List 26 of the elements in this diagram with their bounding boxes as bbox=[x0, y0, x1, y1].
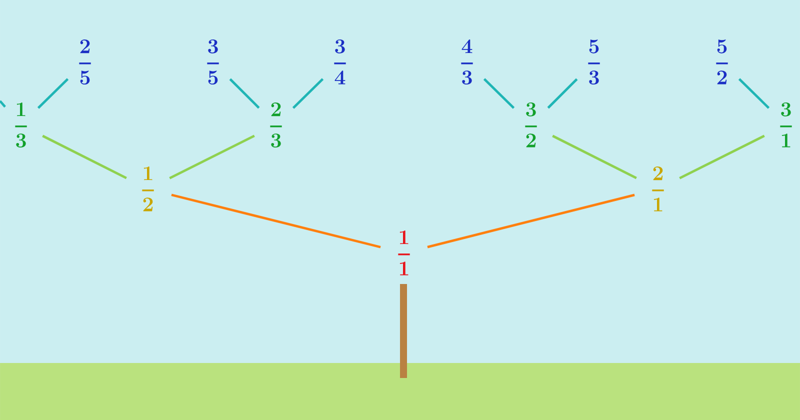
fraction: $\frac{5}{2}$ bbox=[716, 40, 728, 84]
fraction: $\frac{3}{1}$ bbox=[780, 102, 792, 148]
fraction: $\frac{3}{4}$ bbox=[334, 40, 346, 84]
branch-line bbox=[37, 78, 69, 109]
branch-line bbox=[292, 78, 324, 109]
branch-line bbox=[483, 78, 515, 109]
fraction: $\frac{3}{2}$ bbox=[525, 102, 537, 148]
fraction: $\frac{3}{5}$ bbox=[207, 40, 219, 84]
branch-line bbox=[42, 134, 127, 180]
fraction: $\frac{1}{3}$ bbox=[15, 102, 27, 148]
fraction: $\frac{1}{2}$ bbox=[142, 166, 154, 212]
branch-line bbox=[427, 194, 635, 248]
branch-line bbox=[552, 134, 637, 180]
branch-line bbox=[547, 78, 578, 109]
fraction: $\frac{5}{3}$ bbox=[588, 40, 600, 84]
fraction: $\frac{2}{5}$ bbox=[79, 40, 91, 84]
branch-line bbox=[738, 78, 770, 109]
branch-line bbox=[171, 194, 381, 248]
fraction: $\frac{2}{3}$ bbox=[270, 102, 282, 148]
branch-line bbox=[169, 134, 255, 180]
fraction: $\frac{2}{1}$ bbox=[652, 166, 664, 212]
branch-line bbox=[0, 100, 6, 108]
fraction: $\frac{4}{3}$ bbox=[461, 39, 473, 84]
branch-line bbox=[679, 134, 765, 180]
fraction: $\frac{1}{1}$ bbox=[398, 230, 410, 276]
branch-line bbox=[229, 78, 260, 109]
